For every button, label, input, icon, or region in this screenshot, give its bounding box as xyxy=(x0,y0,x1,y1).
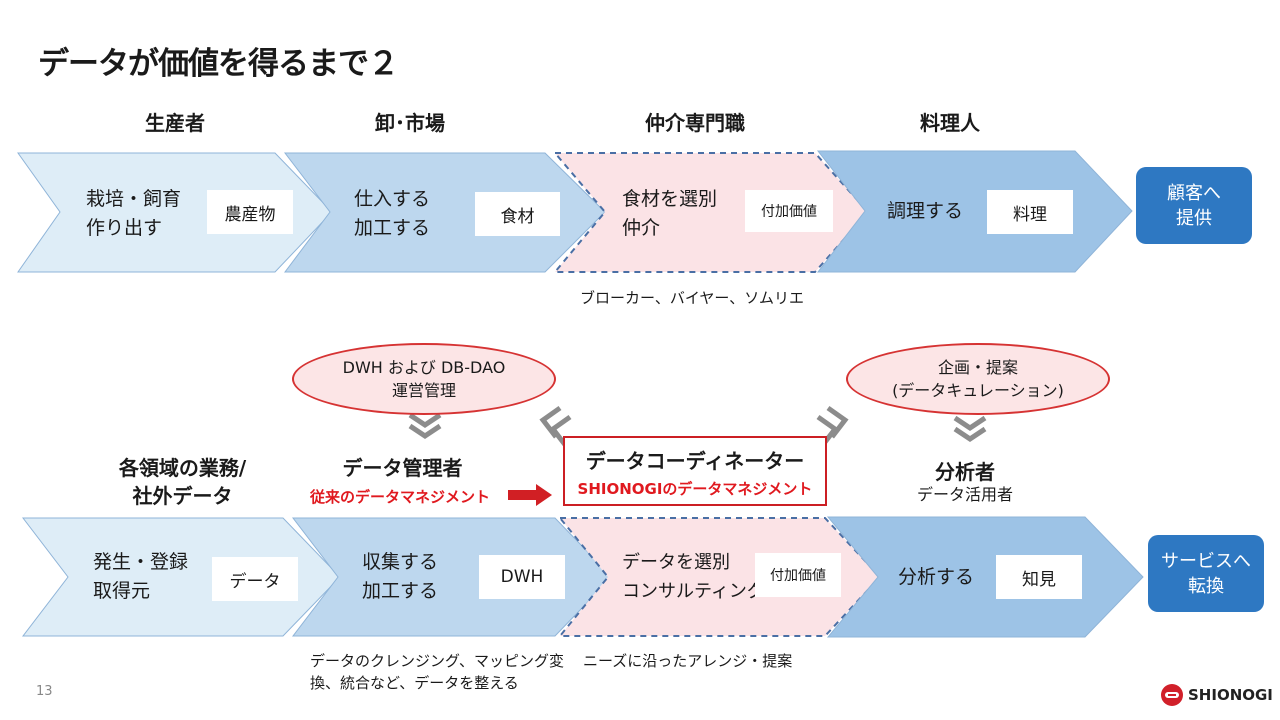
bottom-step-2-box: DWH xyxy=(479,555,565,599)
bottom-chevron-3 xyxy=(557,517,882,637)
shionogi-logo-icon xyxy=(1161,684,1183,706)
needs-arrangement-note: ニーズに沿ったアレンジ・提案 xyxy=(583,652,793,670)
bottom-step-3-label: データを選別コンサルティング xyxy=(622,552,765,602)
top-step-4-label: 調理する xyxy=(887,200,964,222)
role-business-data: 各領域の業務/社外データ xyxy=(118,456,247,508)
bottom-step-3-box: 付加価値 xyxy=(755,553,841,597)
traditional-data-management-label: 従来のデータマネジメント xyxy=(310,488,491,506)
data-coordinator-box: データコーディネーター SHIONOGIのデータマネジメント xyxy=(563,436,827,506)
diagonal-chevron-left xyxy=(539,405,572,448)
data-user-label: データ活用者 xyxy=(916,485,1013,504)
bottom-step-4-label: 分析する xyxy=(898,566,975,588)
role-producer: 生産者 xyxy=(145,111,205,135)
role-wholesale: 卸･市場 xyxy=(375,111,445,135)
ellipse-curation: 企画・提案(データキュレーション) xyxy=(846,343,1110,415)
top-chevron-3 xyxy=(552,152,870,273)
top-step-2-label: 仕入する加工する xyxy=(354,188,431,239)
role-chef: 料理人 xyxy=(920,111,980,135)
role-analyst: 分析者 xyxy=(935,460,995,484)
shionogi-logo: SHIONOGI xyxy=(1160,683,1273,707)
bottom-step-2-label: 収集する加工する xyxy=(362,551,439,602)
bottom-step-1-label: 発生・登録取得元 xyxy=(93,551,189,602)
data-coordinator-title: データコーディネーター xyxy=(585,449,805,473)
top-step-1-label: 栽培・飼育作り出す xyxy=(86,188,182,239)
top-step-3-box: 付加価値 xyxy=(745,190,833,232)
bottom-chevron-1 xyxy=(21,517,341,637)
service-cta-button[interactable]: サービスへ転換 xyxy=(1148,535,1264,612)
top-chevron-4 xyxy=(816,150,1133,273)
top-step-3-label: 食材を選別仲介 xyxy=(622,188,718,239)
top-step-1-box: 農産物 xyxy=(207,190,293,234)
red-arrow xyxy=(508,484,552,506)
down-chevron-right xyxy=(953,415,987,443)
role-broker: 仲介専門職 xyxy=(645,111,745,135)
bottom-chevron-2 xyxy=(291,517,613,637)
data-cleansing-note: データのクレンジング、マッピング変換、統合など、データを整える xyxy=(310,652,564,692)
bottom-step-1-box: データ xyxy=(212,557,298,601)
page-number: 13 xyxy=(36,684,53,699)
role-data-manager: データ管理者 xyxy=(342,456,463,480)
page-title: データが価値を得るまで２ xyxy=(38,46,399,82)
top-step-4-box: 料理 xyxy=(987,190,1073,234)
down-chevron-left xyxy=(408,412,442,440)
top-step-2-box: 食材 xyxy=(475,192,560,236)
top-chevron-2 xyxy=(283,152,606,273)
bottom-chevron-4 xyxy=(826,516,1144,638)
bottom-step-4-box: 知見 xyxy=(996,555,1082,599)
shionogi-data-management-label: SHIONOGIのデータマネジメント xyxy=(577,480,813,498)
customer-cta-button[interactable]: 顧客へ提供 xyxy=(1136,167,1252,244)
shionogi-logo-text: SHIONOGI xyxy=(1188,686,1273,704)
top-chevron-1 xyxy=(17,152,333,273)
top-broker-note: ブローカー、バイヤー、ソムリエ xyxy=(580,289,804,307)
